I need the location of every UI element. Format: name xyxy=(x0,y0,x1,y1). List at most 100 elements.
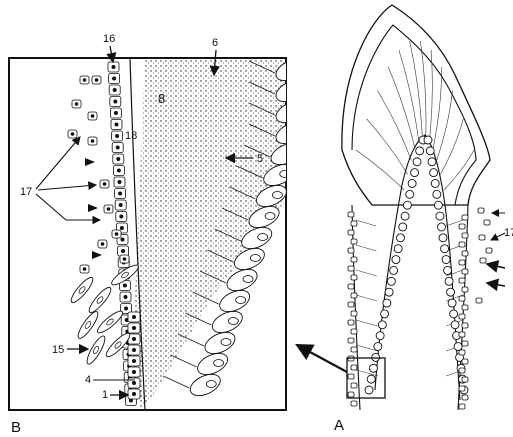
odontoblast-nucleus xyxy=(258,234,268,241)
root-cell xyxy=(462,395,468,400)
sheath-nucleus xyxy=(118,192,122,196)
root-cell xyxy=(351,293,357,298)
root-cell xyxy=(462,215,468,220)
root-cell xyxy=(348,266,354,271)
root-cell xyxy=(348,212,354,217)
sheath-nucleus xyxy=(121,238,125,242)
follicle-nucleus xyxy=(91,139,95,143)
bead-cell xyxy=(411,169,419,177)
root-cell xyxy=(459,296,465,301)
bead-cell xyxy=(439,234,447,242)
label-17-right: 17 xyxy=(504,227,513,239)
bead-cell xyxy=(431,179,439,187)
root-cell xyxy=(351,311,357,316)
sheath-nucleus xyxy=(112,65,116,69)
root-cell xyxy=(459,368,465,373)
odontoblast-nucleus xyxy=(287,150,297,157)
sheath-nucleus xyxy=(124,295,128,299)
follicle-cell-a xyxy=(480,258,486,263)
odontoblast-nucleus xyxy=(272,192,282,199)
root-cell xyxy=(462,251,468,256)
label-18: 18 xyxy=(125,130,137,142)
root-cell xyxy=(348,392,354,397)
root-cell xyxy=(462,377,468,382)
bead-cell xyxy=(433,190,441,198)
bead-cell xyxy=(437,223,445,231)
root-cell xyxy=(348,230,354,235)
root-cell xyxy=(348,302,354,307)
root-cell xyxy=(351,275,357,280)
root-cell xyxy=(459,224,465,229)
odontoblast-nucleus xyxy=(292,66,302,73)
bead-cell xyxy=(416,147,424,155)
label-5: 5 xyxy=(257,153,263,165)
label-8: 8 xyxy=(158,91,165,106)
bead-cell xyxy=(408,179,416,187)
root-cell xyxy=(351,329,357,334)
follicle-nucleus xyxy=(103,182,107,186)
bead-cell xyxy=(428,158,436,166)
root-cell xyxy=(348,320,354,325)
root-cell xyxy=(462,233,468,238)
bead-cell xyxy=(454,343,462,351)
bead-cell xyxy=(413,158,421,166)
label-15: 15 xyxy=(52,344,64,356)
bead-cell xyxy=(442,256,450,264)
sheath-nucleus xyxy=(114,111,118,115)
bead-cell xyxy=(365,386,373,394)
bead-cell xyxy=(367,375,375,383)
bead-cell xyxy=(441,245,449,253)
tubule-line xyxy=(356,220,376,226)
bead-cell xyxy=(406,190,414,198)
sheath-nucleus xyxy=(118,180,122,184)
sheath-nucleus xyxy=(119,203,123,207)
follicle-nucleus xyxy=(107,207,111,211)
magnification-arrow xyxy=(297,345,347,372)
root-cell xyxy=(462,323,468,328)
bead-cell xyxy=(387,277,395,285)
bead-cell xyxy=(403,201,411,209)
odontoblast-nucleus xyxy=(265,213,275,220)
odontoblast-nucleus xyxy=(292,108,302,115)
odontoblast-nucleus xyxy=(292,87,302,94)
sheath-nucleus xyxy=(132,381,136,385)
root-cell xyxy=(459,260,465,265)
bead-cell xyxy=(444,266,452,274)
tubule-line xyxy=(356,320,378,326)
bead-cell xyxy=(396,234,404,242)
follicle-nucleus xyxy=(123,257,127,261)
follicle-cell-a xyxy=(476,298,482,303)
panel-letter-b: B xyxy=(11,419,21,436)
sheath-nucleus xyxy=(132,337,136,341)
sheath-nucleus xyxy=(121,249,125,253)
bead-cell xyxy=(399,223,407,231)
odontoblast-nucleus xyxy=(206,381,216,388)
sheath-nucleus xyxy=(132,315,136,319)
bead-cell xyxy=(450,310,458,318)
follicle-nucleus xyxy=(75,102,79,106)
follicle-nucleus xyxy=(83,78,87,82)
bead-cell xyxy=(378,321,386,329)
label-1: 1 xyxy=(102,389,108,401)
follicle-cell-a xyxy=(479,235,485,240)
bead-cell xyxy=(448,299,456,307)
sheath-nucleus xyxy=(119,215,123,219)
root-cell xyxy=(462,341,468,346)
root-cell xyxy=(459,314,465,319)
bead-cell xyxy=(374,343,382,351)
sheath-nucleus xyxy=(115,134,119,138)
root-cell xyxy=(351,365,357,370)
odontoblast-nucleus xyxy=(236,297,246,304)
root-cell xyxy=(351,239,357,244)
root-cell xyxy=(459,242,465,247)
bead-cell xyxy=(401,212,409,220)
root-cell xyxy=(351,221,357,226)
bead-cell xyxy=(445,277,453,285)
follicle-nucleus xyxy=(101,242,105,246)
root-cell xyxy=(351,257,357,262)
panel-letter-a: A xyxy=(334,417,344,434)
tubule-line xyxy=(356,245,376,251)
bead-cell xyxy=(376,332,384,340)
label-4: 4 xyxy=(85,374,91,386)
